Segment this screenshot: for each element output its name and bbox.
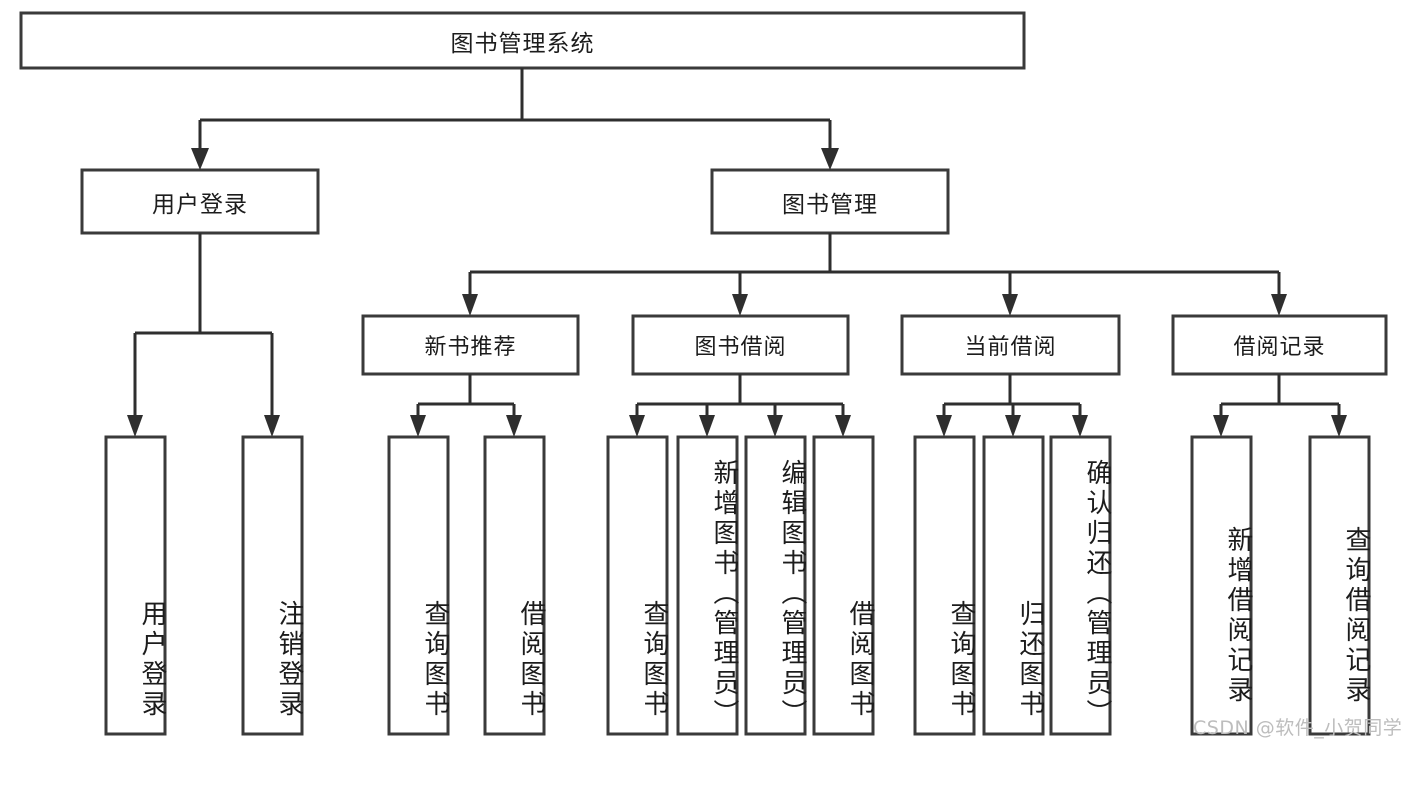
arrowhead-borrow-record <box>1271 294 1287 316</box>
arrowhead-leaf-book-borrow-1 <box>699 415 715 437</box>
node-user-login-box[interactable] <box>80 168 320 235</box>
arrowhead-new-book-recommend <box>462 294 478 316</box>
node-current-borrow-box[interactable] <box>900 314 1121 376</box>
leaf-box-new-book-1[interactable] <box>483 435 546 736</box>
node-book-borrow-box[interactable] <box>631 314 850 376</box>
leaf-box-new-book-0[interactable] <box>387 435 450 736</box>
leaf-box-borrow-record-0[interactable] <box>1190 435 1253 736</box>
arrowhead-leaf-user-login-1 <box>264 415 280 437</box>
leaf-box-user-login-1[interactable] <box>241 435 304 736</box>
leaf-box-user-login-0[interactable] <box>104 435 167 736</box>
node-root-box[interactable] <box>19 11 1026 70</box>
arrowhead-leaf-book-borrow-3 <box>835 415 851 437</box>
leaf-box-book-borrow-0[interactable] <box>606 435 669 736</box>
arrowhead-user-login <box>191 148 209 170</box>
arrowhead-leaf-book-borrow-2 <box>767 415 783 437</box>
leaf-box-book-borrow-1[interactable] <box>676 435 739 736</box>
arrowhead-leaf-borrow-record-1 <box>1331 415 1347 437</box>
leaf-box-book-borrow-3[interactable] <box>812 435 875 736</box>
leaf-box-current-borrow-2[interactable] <box>1049 435 1112 736</box>
leaf-box-book-borrow-2[interactable] <box>744 435 807 736</box>
arrowhead-leaf-borrow-record-0 <box>1213 415 1229 437</box>
leaf-box-borrow-record-1[interactable] <box>1308 435 1371 736</box>
diagram-svg <box>19 11 1388 736</box>
arrowhead-leaf-book-borrow-0 <box>629 415 645 437</box>
arrowhead-book-management <box>821 148 839 170</box>
arrowhead-leaf-user-login-0 <box>127 415 143 437</box>
node-borrow-record-box[interactable] <box>1171 314 1388 376</box>
leaf-box-current-borrow-0[interactable] <box>913 435 976 736</box>
leaf-box-current-borrow-1[interactable] <box>982 435 1045 736</box>
arrowhead-current-borrow <box>1002 294 1018 316</box>
arrowhead-leaf-current-borrow-1 <box>1005 415 1021 437</box>
arrowhead-leaf-new-book-1 <box>506 415 522 437</box>
flowchart-canvas: 图书管理系统 用户登录 图书管理 新书推荐 图书借阅 当前借阅 借阅记录 用户登… <box>19 11 1402 739</box>
arrowhead-leaf-current-borrow-2 <box>1072 415 1088 437</box>
arrowhead-book-borrow <box>732 294 748 316</box>
node-book-management-box[interactable] <box>710 168 950 235</box>
arrowhead-leaf-new-book-0 <box>410 415 426 437</box>
node-new-book-recommend-box[interactable] <box>361 314 580 376</box>
arrowhead-leaf-current-borrow-0 <box>936 415 952 437</box>
